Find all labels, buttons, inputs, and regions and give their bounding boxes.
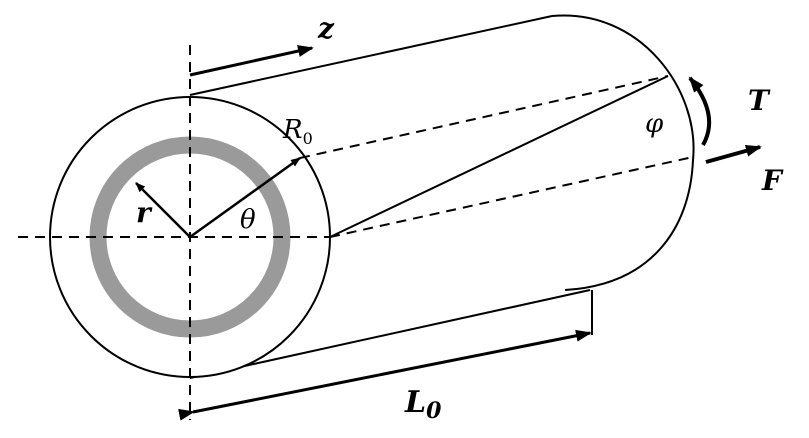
label-L0: L0 <box>404 385 442 424</box>
twist-line <box>329 75 669 238</box>
force-arrow <box>705 144 762 164</box>
cylinder-far-end-arc <box>551 14 695 291</box>
dashed-line-R0 <box>299 75 669 159</box>
label-phi: φ <box>645 109 664 139</box>
torque-arrow <box>688 76 712 146</box>
cylinder-top-edge <box>189 15 553 96</box>
radius-R0-arrow <box>189 156 301 239</box>
z-arrow <box>189 45 314 77</box>
label-T: T <box>748 84 771 117</box>
label-r: r <box>136 196 153 229</box>
label-F: F <box>761 164 784 197</box>
radius-r-arrow <box>135 182 191 238</box>
label-theta: θ <box>240 205 256 235</box>
label-R0: R0 <box>282 115 313 148</box>
label-z: z <box>317 12 335 45</box>
dashed-line-center <box>329 156 694 238</box>
L0-dimension-arrow <box>178 329 592 421</box>
